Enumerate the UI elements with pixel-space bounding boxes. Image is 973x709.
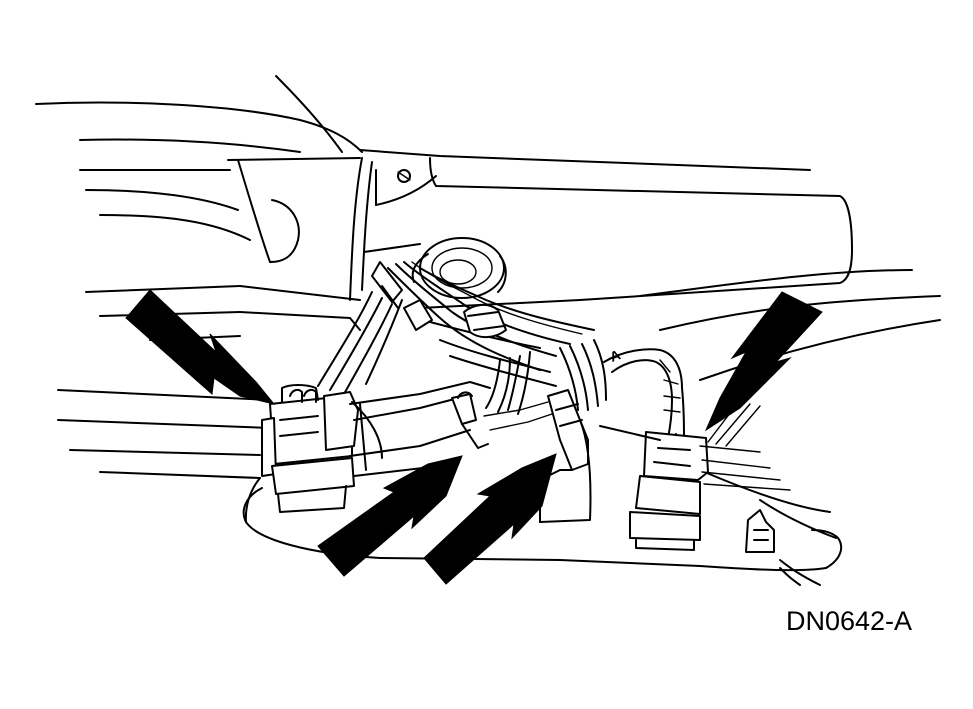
right-connector — [603, 348, 791, 551]
mounting-bracket — [349, 381, 661, 523]
dashboard-trim-outline — [35, 75, 941, 586]
callout-arrow-bracket-clip — [317, 455, 463, 577]
callout-arrows — [125, 289, 823, 585]
wire-harness-bundle — [317, 261, 607, 415]
mounting-bolt — [397, 169, 411, 183]
callout-arrow-left-connector — [125, 289, 276, 405]
retainer-clip — [745, 509, 775, 553]
callout-arrow-center-connector — [423, 453, 557, 585]
callout-arrow-right-connector — [704, 291, 823, 432]
connector-a-label: A — [608, 346, 623, 364]
figure-id-label: DN0642-A — [786, 606, 913, 636]
left-connector — [261, 384, 359, 513]
svg-text:A: A — [608, 346, 623, 364]
